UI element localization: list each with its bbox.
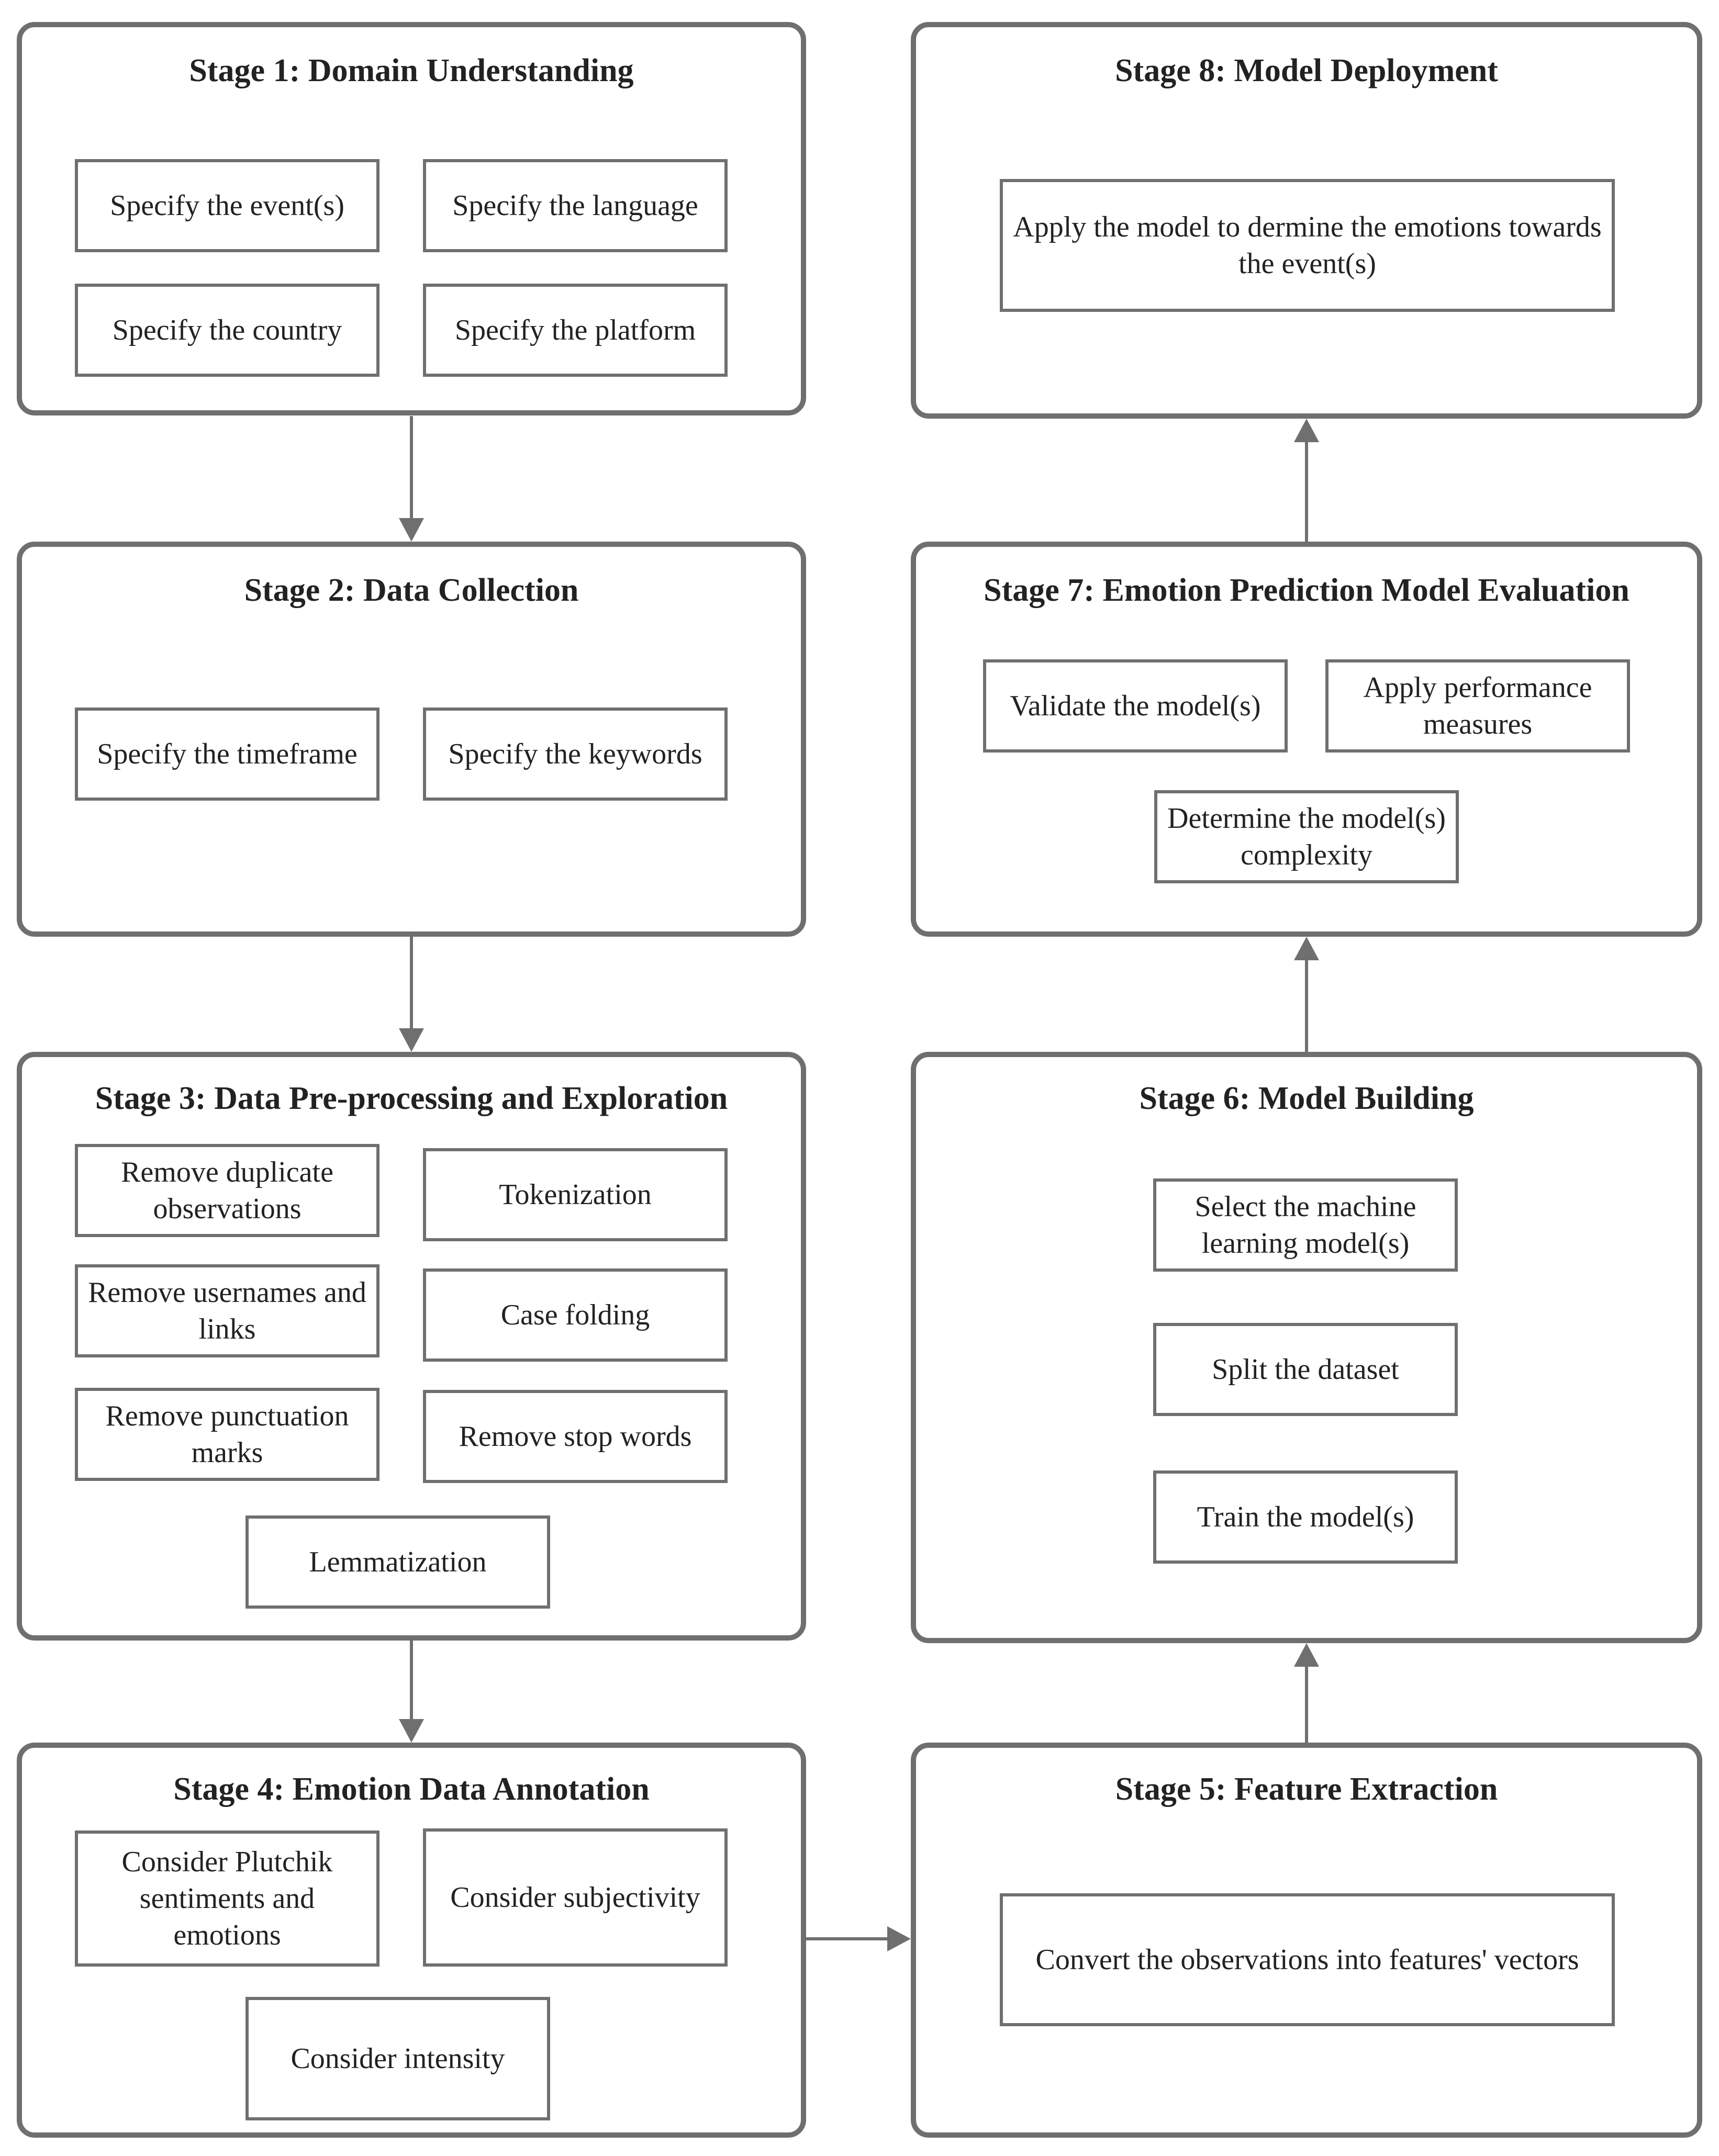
step-specify-keywords: Specify the keywords xyxy=(423,708,728,801)
step-specify-platform: Specify the platform xyxy=(423,284,728,377)
step-tokenization: Tokenization xyxy=(423,1148,728,1241)
step-specify-timeframe: Specify the timeframe xyxy=(75,708,379,801)
step-remove-punctuation-marks: Remove punctuation marks xyxy=(75,1388,379,1481)
step-validate-model: Validate the model(s) xyxy=(983,659,1288,753)
step-remove-stop-words: Remove stop words xyxy=(423,1390,728,1483)
step-convert-observations: Convert the observations into features' … xyxy=(1000,1893,1615,2026)
step-select-ml-model: Select the machine learning model(s) xyxy=(1153,1178,1458,1272)
arrowhead-stage5-to-stage6 xyxy=(1294,1643,1319,1667)
stage-5-title: Stage 5: Feature Extraction xyxy=(1115,1771,1498,1807)
step-determine-model-complexity: Determine the model(s) complexity xyxy=(1154,790,1459,883)
stage-4-title: Stage 4: Emotion Data Annotation xyxy=(173,1771,650,1807)
step-specify-events: Specify the event(s) xyxy=(75,159,379,252)
stage-8-title: Stage 8: Model Deployment xyxy=(1115,53,1498,88)
step-consider-subjectivity: Consider subjectivity xyxy=(423,1828,728,1967)
step-consider-plutchik: Consider Plutchik sentiments and emotion… xyxy=(75,1831,379,1967)
arrowhead-stage6-to-stage7 xyxy=(1294,937,1319,960)
step-specify-language: Specify the language xyxy=(423,159,728,252)
arrowhead-stage1-to-stage2 xyxy=(399,518,424,542)
stage-7-title: Stage 7: Emotion Prediction Model Evalua… xyxy=(984,572,1629,608)
step-remove-duplicate-observations: Remove duplicate observations xyxy=(75,1144,379,1237)
step-train-model: Train the model(s) xyxy=(1153,1470,1458,1564)
step-remove-usernames-links: Remove usernames and links xyxy=(75,1264,379,1357)
step-specify-country: Specify the country xyxy=(75,284,379,377)
arrowhead-stage3-to-stage4 xyxy=(399,1719,424,1743)
step-lemmatization: Lemmatization xyxy=(245,1515,550,1609)
stage-1-title: Stage 1: Domain Understanding xyxy=(189,53,634,88)
arrowhead-stage7-to-stage8 xyxy=(1294,419,1319,442)
step-case-folding: Case folding xyxy=(423,1268,728,1362)
step-split-dataset: Split the dataset xyxy=(1153,1323,1458,1416)
arrowhead-stage2-to-stage3 xyxy=(399,1028,424,1052)
step-consider-intensity: Consider intensity xyxy=(245,1997,550,2120)
stage-3-title: Stage 3: Data Pre-processing and Explora… xyxy=(95,1081,728,1116)
stage-6-title: Stage 6: Model Building xyxy=(1139,1081,1474,1116)
arrowhead-stage4-to-stage5 xyxy=(887,1926,911,1951)
step-apply-performance-measures: Apply performance measures xyxy=(1325,659,1630,753)
step-apply-model-deployment: Apply the model to dermine the emotions … xyxy=(1000,179,1615,312)
stage-2-title: Stage 2: Data Collection xyxy=(244,572,579,608)
